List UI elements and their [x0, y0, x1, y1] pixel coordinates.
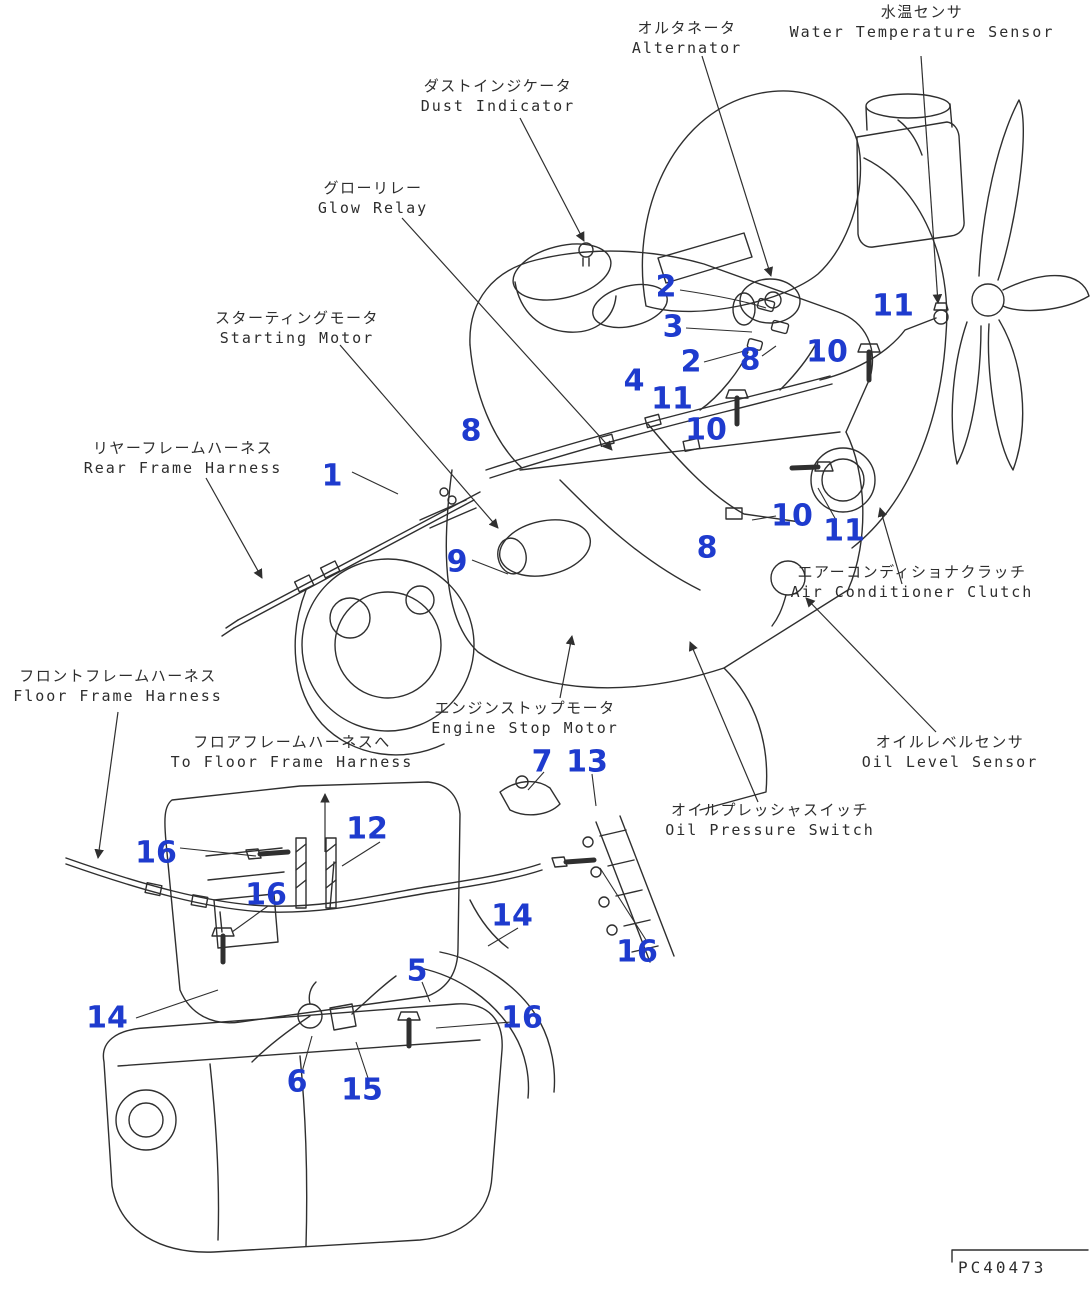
- main-harness: [485, 297, 937, 523]
- label-water-temperature-sensor: 水温センサ Water Temperature Sensor: [789, 3, 1055, 42]
- leader-arrows: [94, 55, 943, 859]
- number-leader-lines: [135, 289, 837, 1079]
- label-starting-motor: スターティングモータ Starting Motor: [214, 309, 380, 348]
- ac-clutch-part: [789, 447, 876, 513]
- label-jp-text: 水温センサ: [880, 3, 964, 21]
- label-oil-level-sensor: オイルレベルセンサ Oil Level Sensor: [861, 733, 1039, 772]
- label-dust-indicator: ダストインジケータ Dust Indicator: [420, 77, 576, 116]
- part-number-10: 10: [806, 334, 848, 370]
- label-oil-pressure-switch: オイルプレッシャスイッチ Oil Pressure Switch: [665, 801, 875, 840]
- part-number-16: 16: [501, 1000, 543, 1036]
- part-number-13: 13: [566, 744, 608, 780]
- label-en-text: Air Conditioner Clutch: [790, 583, 1034, 602]
- part-number-4: 4: [623, 363, 645, 399]
- engine-stop-motor-part: [499, 775, 561, 816]
- label-to-floor-frame-harness: フロアフレームハーネスへ To Floor Frame Harness: [170, 733, 414, 772]
- bolts: [211, 343, 881, 1049]
- oil-pressure-switch-bracket: [582, 815, 675, 963]
- part-number-9: 9: [446, 544, 468, 580]
- label-jp-text: エンジンストップモータ: [434, 699, 616, 717]
- part-number-11: 11: [651, 381, 693, 417]
- part-number-11: 11: [823, 513, 865, 549]
- label-jp-text: スターティングモータ: [214, 309, 380, 327]
- part-number-14: 14: [86, 1000, 128, 1036]
- label-jp-text: フロアフレームハーネスへ: [193, 733, 391, 751]
- part-number-11: 11: [872, 288, 914, 324]
- part-number-2: 2: [655, 269, 677, 305]
- label-jp-text: エアーコンディショナクラッチ: [797, 563, 1027, 581]
- label-engine-stop-motor: エンジンストップモータ Engine Stop Motor: [431, 699, 619, 738]
- oil-level-sensor-part: [770, 560, 806, 627]
- label-alternator: オルタネータ Alternator: [631, 19, 743, 58]
- part-number-16: 16: [616, 934, 658, 970]
- part-number-2: 2: [680, 344, 702, 380]
- part-number-12: 12: [346, 811, 388, 847]
- drawing-code: PC40473: [958, 1258, 1047, 1277]
- label-en-text: Dust Indicator: [420, 97, 576, 116]
- rear-frame-harness-wire: [233, 487, 481, 629]
- label-jp-text: オルタネータ: [637, 19, 737, 37]
- part-number-14: 14: [491, 898, 533, 934]
- floor-frame-harness-wire: [65, 837, 543, 933]
- label-air-conditioner-clutch: エアーコンディショナクラッチ Air Conditioner Clutch: [790, 563, 1034, 602]
- part-number-1: 1: [321, 458, 343, 494]
- label-jp-text: ダストインジケータ: [423, 77, 573, 95]
- part-number-10: 10: [685, 412, 727, 448]
- label-en-text: Water Temperature Sensor: [789, 23, 1055, 42]
- label-en-text: Oil Pressure Switch: [665, 821, 875, 840]
- label-jp-text: フロントフレームハーネス: [19, 667, 217, 685]
- dust-indicator-canister: [512, 242, 668, 333]
- label-en-text: Engine Stop Motor: [431, 719, 619, 738]
- part-number-5: 5: [406, 953, 428, 989]
- label-en-text: To Floor Frame Harness: [170, 753, 414, 772]
- label-rear-frame-harness: リヤーフレームハーネス Rear Frame Harness: [83, 439, 283, 478]
- label-jp-text: グローリレー: [323, 179, 423, 197]
- label-en-text: Oil Level Sensor: [861, 753, 1039, 772]
- manifold-pipes: [419, 899, 556, 1099]
- label-en-text: Glow Relay: [317, 199, 429, 218]
- part-number-7: 7: [531, 744, 553, 780]
- part-number-8: 8: [739, 342, 761, 378]
- fan-blades: [951, 99, 1090, 471]
- lower-clamps: [251, 975, 397, 1063]
- label-jp-text: オイルプレッシャスイッチ: [670, 801, 869, 819]
- starting-motor-part: [497, 519, 592, 577]
- label-jp-text: リヤーフレームハーネス: [92, 439, 274, 457]
- part-number-8: 8: [696, 530, 718, 566]
- label-floor-frame-harness: フロントフレームハーネス Floor Frame Harness: [13, 667, 223, 706]
- part-number-10: 10: [771, 498, 813, 534]
- water-temp-housing: [856, 93, 965, 325]
- part-number-8: 8: [460, 413, 482, 449]
- label-en-text: Alternator: [631, 39, 743, 58]
- oil-pan: [102, 1003, 503, 1253]
- part-number-16: 16: [245, 877, 287, 913]
- label-glow-relay: グローリレー Glow Relay: [317, 179, 429, 218]
- part-number-16: 16: [135, 835, 177, 871]
- part-number-15: 15: [341, 1072, 383, 1108]
- flywheel-housing: [294, 558, 475, 756]
- label-jp-text: オイルレベルセンサ: [875, 733, 1025, 751]
- label-en-text: Starting Motor: [219, 329, 375, 348]
- part-number-6: 6: [286, 1064, 308, 1100]
- part-number-3: 3: [662, 309, 684, 345]
- label-en-text: Rear Frame Harness: [83, 459, 283, 478]
- label-en-text: Floor Frame Harness: [13, 687, 223, 706]
